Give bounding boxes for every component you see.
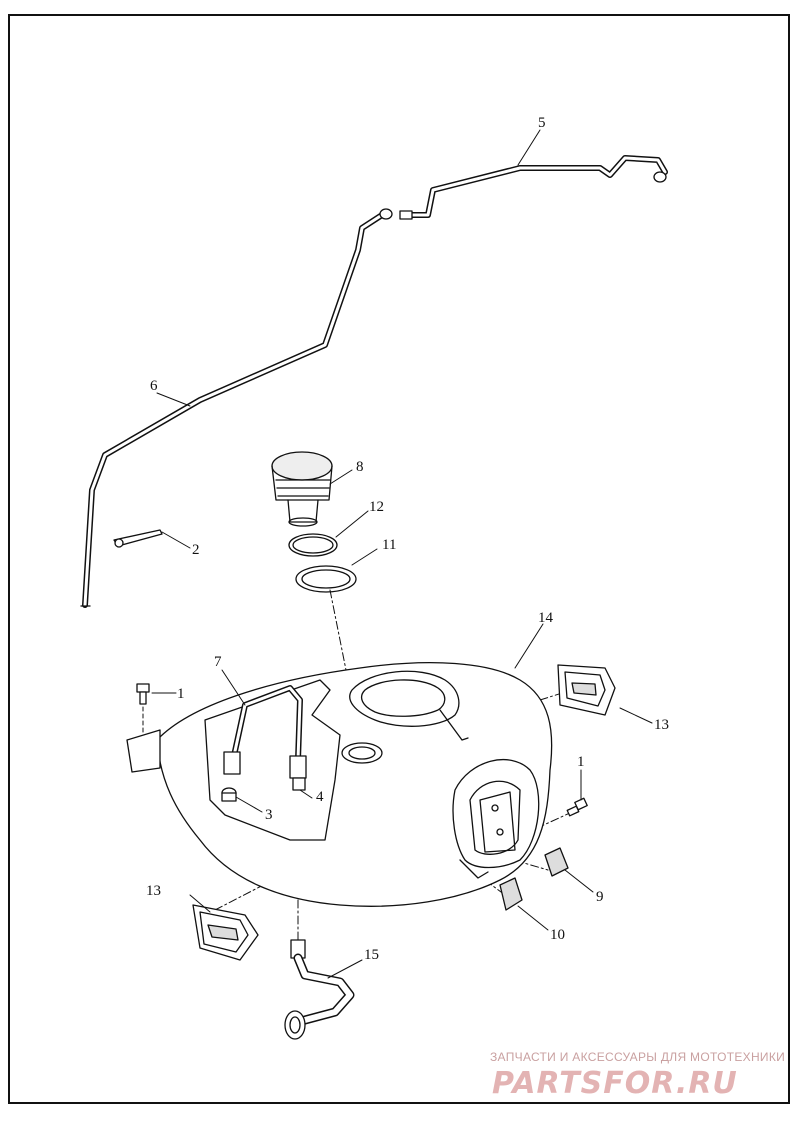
callout-11: 11 [382,537,397,553]
vent-line-part-6 [80,208,393,608]
callout-7: 7 [214,654,222,670]
fitting-part-3 [221,787,237,802]
fuel-cap-part-8 [271,451,333,527]
crossover-hose-part-7 [223,685,307,779]
callout-15: 15 [364,947,379,963]
callout-1-left: 1 [177,686,185,702]
callout-2: 2 [192,542,200,558]
callout-12: 12 [369,499,384,515]
callout-4: 4 [316,789,324,805]
emblem-part-13-left [192,904,259,961]
callout-14: 14 [538,610,553,626]
screw-part-1-right [566,797,588,817]
gasket-part-12 [288,533,338,557]
fitting-part-4 [292,777,306,791]
screw-part-1-left [136,683,150,705]
callout-8: 8 [356,459,364,475]
watermark-logo: PARTSFOR.RU [492,1066,738,1101]
fuel-tank-part-14 [126,662,553,907]
watermark-caption: ЗАПЧАСТИ И АКСЕССУАРЫ ДЛЯ МОТОТЕХНИКИ [490,1050,786,1064]
leader-lines [151,129,653,979]
callout-3: 3 [265,807,273,823]
callout-13-left: 13 [146,883,161,899]
vent-line-part-5 [399,155,668,220]
callout-6: 6 [150,378,158,394]
gasket-part-11 [295,565,357,593]
callout-13-right: 13 [654,717,669,733]
callout-5: 5 [538,115,546,131]
grommet-part-9 [544,847,569,877]
callout-1-right: 1 [577,754,585,770]
grommet-part-10 [499,877,523,911]
cable-strap-part-2 [113,529,163,548]
emblem-part-13-right [557,664,616,716]
fuel-hose-part-15 [284,939,355,1040]
diagram-frame [8,14,790,1104]
callout-10: 10 [550,927,565,943]
callout-9: 9 [596,889,604,905]
